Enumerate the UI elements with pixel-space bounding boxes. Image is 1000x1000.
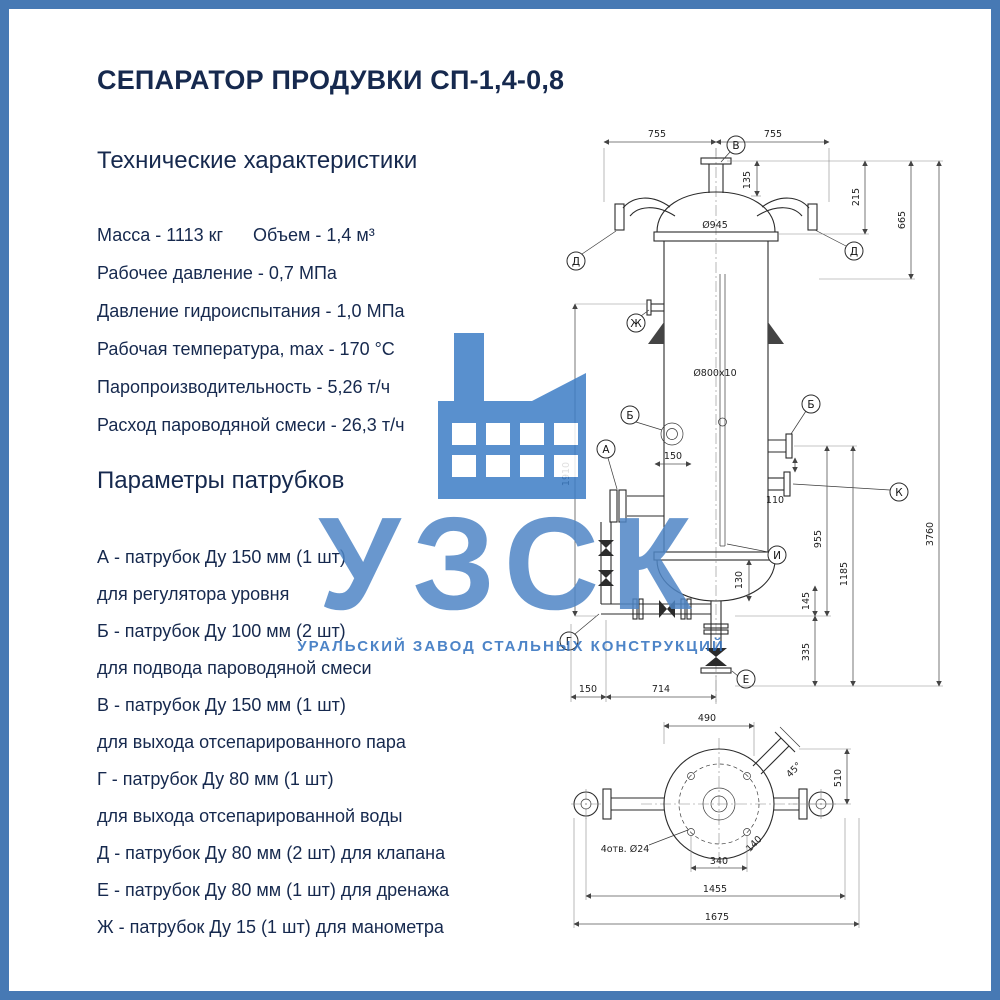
- nozzle-line: А - патрубок Ду 150 мм (1 шт): [97, 547, 346, 567]
- vessel-elevation: [598, 157, 818, 674]
- dim-45deg: 45°: [784, 760, 804, 780]
- specs-heading: Технические характеристики: [97, 147, 418, 174]
- dim-755-right: 755: [764, 129, 782, 140]
- dim-510: 510: [833, 769, 844, 787]
- dimensions-plan: 490 510 45° 4отв. Ø24 140 340 1455 1675: [573, 713, 860, 928]
- callout-g: Г: [559, 613, 600, 651]
- svg-text:Д: Д: [572, 256, 580, 268]
- callout-i: И: [726, 543, 787, 565]
- nozzle-line: В - патрубок Ду 150 мм (1 шт): [97, 695, 346, 715]
- callout-b-left: Б: [620, 405, 663, 431]
- callout-a: А: [596, 439, 618, 490]
- nozzle-line: Ж - патрубок Ду 15 (1 шт) для манометра: [97, 917, 444, 937]
- dim-714: 714: [652, 684, 670, 695]
- dim-dia-945: Ø945: [702, 220, 728, 231]
- dim-145: 145: [801, 592, 812, 610]
- dim-shell-spec: Ø800х10: [693, 368, 736, 379]
- nozzle-line: для выхода отсепарированного пара: [97, 732, 406, 752]
- svg-text:Е: Е: [743, 674, 750, 686]
- callout-v: В: [720, 135, 746, 163]
- dim-340: 340: [710, 856, 728, 867]
- callout-k: К: [792, 482, 909, 502]
- nozzle-line: для подвода пароводяной смеси: [97, 658, 372, 678]
- svg-text:А: А: [602, 444, 610, 456]
- nozzle-line: Д - патрубок Ду 80 мм (2 шт) для клапана: [97, 843, 446, 863]
- technical-drawing: В Д Д Ж Б Б А К: [559, 129, 943, 928]
- svg-text:Б: Б: [626, 410, 633, 422]
- dim-130: 130: [734, 571, 745, 589]
- dim-490: 490: [698, 713, 716, 724]
- nozzle-line: для регулятора уровня: [97, 584, 290, 604]
- dim-4-holes: 4отв. Ø24: [601, 844, 650, 855]
- spec-line: Рабочая температура, max - 170 °С: [97, 339, 395, 359]
- nozzles-heading: Параметры патрубков: [97, 467, 345, 494]
- callout-d-left: Д: [566, 230, 617, 271]
- dim-110: 110: [766, 495, 784, 506]
- spec-volume: Объем - 1,4 м³: [253, 225, 375, 245]
- dim-1910: 1910: [561, 462, 572, 486]
- dim-955: 955: [813, 530, 824, 548]
- spec-line-mass-volume: Масса - 1113 кг Объем - 1,4 м³: [97, 216, 405, 254]
- vessel-plan-view: [571, 726, 836, 860]
- dim-755-left: 755: [648, 129, 666, 140]
- callout-b-right: Б: [790, 394, 821, 435]
- spec-mass: Масса - 1113 кг: [97, 225, 224, 245]
- dim-1185: 1185: [839, 562, 850, 586]
- svg-text:Г: Г: [566, 636, 572, 648]
- spec-line: Паропроизводительность - 5,26 т/ч: [97, 377, 391, 397]
- dim-150-b: 150: [664, 451, 682, 462]
- dim-1675: 1675: [705, 912, 729, 923]
- dimensions-elevation: 755 755 135 215 665 3760 1910 955: [561, 129, 943, 702]
- spec-line: Рабочее давление - 0,7 МПа: [97, 263, 337, 283]
- dim-1455: 1455: [703, 884, 727, 895]
- page-title: СЕПАРАТОР ПРОДУВКИ СП-1,4-0,8: [97, 65, 565, 95]
- svg-text:К: К: [895, 487, 903, 499]
- spec-line: Давление гидроиспытания - 1,0 МПа: [97, 301, 405, 321]
- nozzles-list: А - патрубок Ду 150 мм (1 шт) для регуля…: [97, 539, 449, 946]
- dim-150-base: 150: [579, 684, 597, 695]
- dim-665: 665: [897, 211, 908, 229]
- callout-e: Е: [731, 669, 756, 689]
- svg-text:Б: Б: [807, 399, 814, 411]
- dim-135: 135: [742, 171, 753, 189]
- dim-3760: 3760: [925, 522, 936, 546]
- svg-text:И: И: [773, 550, 781, 562]
- specs-list: Масса - 1113 кг Объем - 1,4 м³ Рабочее да…: [97, 216, 405, 444]
- nozzle-line: для выхода отсепарированной воды: [97, 806, 403, 826]
- callout-d-right: Д: [814, 229, 864, 261]
- spec-line: Расход пароводяной смеси - 26,3 т/ч: [97, 415, 405, 435]
- dim-215: 215: [851, 188, 862, 206]
- svg-text:Ж: Ж: [630, 318, 642, 330]
- callout-zh: Ж: [626, 309, 650, 333]
- dim-335: 335: [801, 643, 812, 661]
- nozzle-line: Б - патрубок Ду 100 мм (2 шт): [97, 621, 346, 641]
- svg-text:Д: Д: [850, 246, 858, 258]
- nozzle-line: Г - патрубок Ду 80 мм (1 шт): [97, 769, 334, 789]
- nozzle-line: Е - патрубок Ду 80 мм (1 шт) для дренажа: [97, 880, 450, 900]
- svg-text:В: В: [732, 140, 739, 152]
